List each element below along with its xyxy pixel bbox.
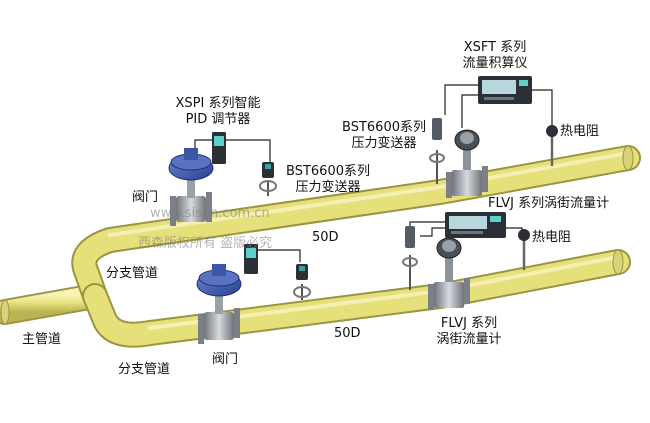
pressure-transmitter-lower-right (402, 226, 418, 290)
label-xspi-line2: PID 调节器 (185, 112, 251, 127)
flow-totalizer-lower (445, 212, 506, 238)
label-rtd-upper: 热电阻 (560, 124, 600, 139)
pid-controller-upper (212, 132, 226, 164)
label-rtd-lower: 热电阻 (532, 230, 572, 245)
label-main-pipe: 主管道 (22, 332, 62, 347)
label-bst-right-line1: BST6600系列 (342, 120, 426, 135)
control-valve-upper (168, 148, 214, 226)
pressure-transmitter-lower-left (293, 264, 311, 300)
label-distance-lower: 50D (334, 326, 361, 341)
label-branch-lower: 分支管道 (118, 362, 171, 377)
label-bst-right-line2: 压力变送器 (351, 136, 417, 151)
flow-totalizer-upper (478, 76, 532, 104)
pressure-transmitter-upper-left (259, 162, 277, 196)
label-branch-upper: 分支管道 (106, 266, 159, 281)
label-flvj-lower-line1: FLVJ 系列 (440, 316, 498, 331)
vortex-flowmeter-lower (428, 237, 470, 310)
label-valve-lower: 阀门 (212, 352, 239, 367)
label-xsft-line2: 流量积算仪 (462, 56, 528, 71)
label-xspi-line1: XSPI 系列智能 (175, 96, 261, 111)
pressure-transmitter-upper-right (429, 118, 445, 184)
control-valve-lower (196, 264, 242, 344)
label-flvj-lower-line2: 涡街流量计 (436, 332, 502, 347)
rtd-lower (518, 229, 530, 270)
label-bst-left-line1: BST6600系列 (286, 164, 370, 179)
pipes (0, 145, 641, 348)
label-flvj-upper: FLVJ 系列涡街流量计 (488, 196, 610, 211)
watermark-url: www.sisen.com.cn (150, 206, 270, 221)
label-valve-upper: 阀门 (132, 190, 159, 205)
label-distance-upper: 50D (312, 230, 339, 245)
watermark-notice: 西森版权所有 盗版必究 (138, 236, 273, 251)
rtd-upper (546, 125, 558, 166)
vortex-flowmeter-upper (446, 129, 488, 198)
pid-controller-lower (244, 244, 258, 274)
label-bst-left-line2: 压力变送器 (295, 180, 361, 195)
label-xsft-line1: XSFT 系列 (463, 40, 527, 55)
